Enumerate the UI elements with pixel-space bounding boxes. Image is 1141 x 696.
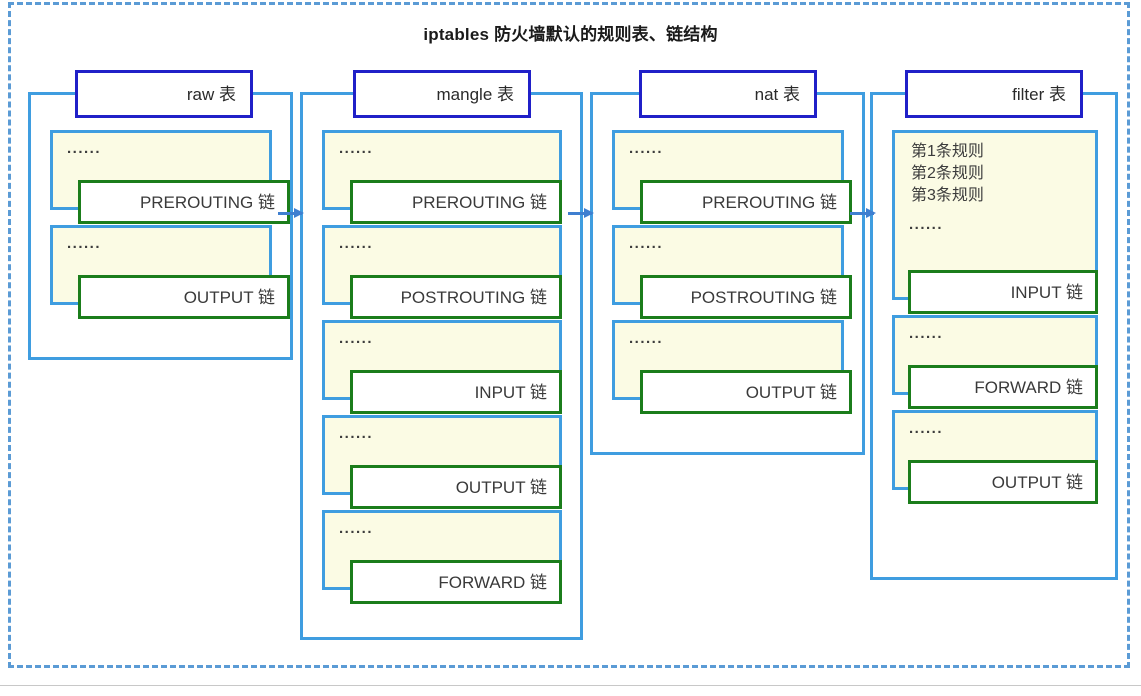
raw-table: raw 表 ...... PREROUTING 链 ...... OUTPUT …: [28, 70, 293, 360]
nat-table-header[interactable]: nat 表: [639, 70, 817, 118]
page-title: iptables 防火墙默认的规则表、链结构: [423, 25, 718, 44]
chain-ellipsis: ......: [339, 140, 374, 157]
nat-chain-output-label[interactable]: OUTPUT 链: [640, 370, 852, 414]
raw-chain-prerouting-label[interactable]: PREROUTING 链: [78, 180, 290, 224]
chain-ellipsis: ......: [629, 235, 664, 252]
nat-table: nat 表 ...... PREROUTING 链 ...... POSTROU…: [590, 70, 865, 455]
chain-ellipsis: ......: [339, 425, 374, 442]
nat-chain-prerouting-label[interactable]: PREROUTING 链: [640, 180, 852, 224]
filter-chain-forward-label[interactable]: FORWARD 链: [908, 365, 1098, 409]
chain-ellipsis: ......: [909, 325, 944, 342]
chain-ellipsis: ......: [67, 140, 102, 157]
filter-table-header[interactable]: filter 表: [905, 70, 1083, 118]
chain-ellipsis: ......: [629, 140, 664, 157]
raw-chain-output-label[interactable]: OUTPUT 链: [78, 275, 290, 319]
filter-table: filter 表 第1条规则 第2条规则 第3条规则 ...... INPUT …: [870, 70, 1118, 580]
outer-dashed-frame: [8, 2, 1130, 668]
raw-table-header[interactable]: raw 表: [75, 70, 253, 118]
filter-input-rules: 第1条规则 第2条规则 第3条规则: [911, 143, 984, 204]
chain-ellipsis: ......: [909, 420, 944, 437]
arrow-nat-to-filter: [850, 208, 876, 218]
mangle-chain-postrouting-label[interactable]: POSTROUTING 链: [350, 275, 562, 319]
filter-chain-input-label[interactable]: INPUT 链: [908, 270, 1098, 314]
chain-ellipsis: ......: [909, 216, 944, 233]
chain-ellipsis: ......: [629, 330, 664, 347]
filter-chain-output-label[interactable]: OUTPUT 链: [908, 460, 1098, 504]
nat-chain-postrouting-label[interactable]: POSTROUTING 链: [640, 275, 852, 319]
arrow-raw-to-mangle: [278, 208, 304, 218]
chain-ellipsis: ......: [339, 520, 374, 537]
mangle-chain-output-label[interactable]: OUTPUT 链: [350, 465, 562, 509]
chain-ellipsis: ......: [67, 235, 102, 252]
mangle-table-header[interactable]: mangle 表: [353, 70, 531, 118]
chain-ellipsis: ......: [339, 235, 374, 252]
arrow-mangle-to-nat: [568, 208, 594, 218]
chain-ellipsis: ......: [339, 330, 374, 347]
mangle-chain-prerouting-label[interactable]: PREROUTING 链: [350, 180, 562, 224]
mangle-chain-input-label[interactable]: INPUT 链: [350, 370, 562, 414]
mangle-table: mangle 表 ...... PREROUTING 链 ...... POST…: [300, 70, 583, 640]
mangle-chain-forward-label[interactable]: FORWARD 链: [350, 560, 562, 604]
bottom-divider: [0, 685, 1141, 686]
